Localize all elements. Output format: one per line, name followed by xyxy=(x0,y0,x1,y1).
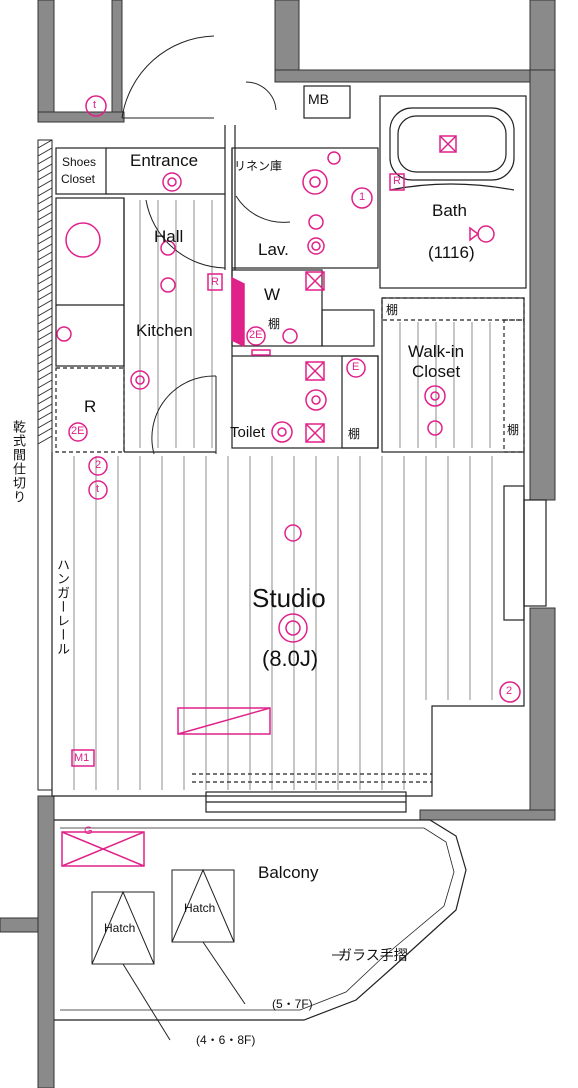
symbol-2-left: 2 xyxy=(95,459,102,471)
label-shelf-toilet: 棚 xyxy=(348,427,361,441)
symbol-2e-kitchen: 2E xyxy=(71,425,85,437)
label-lav: Lav. xyxy=(258,240,289,259)
label-mb: MB xyxy=(308,91,329,107)
symbol-t-left: t xyxy=(96,483,100,495)
note-hanger-rail: ハンガーレール xyxy=(55,558,70,656)
label-walkin-2: Closet xyxy=(412,362,461,381)
note-drying-partition: 乾式間仕切り xyxy=(11,420,26,504)
note-glass-railing: ガラス手摺 xyxy=(338,947,408,963)
label-balcony: Balcony xyxy=(258,863,319,882)
symbol-m1: M1 xyxy=(74,752,90,764)
label-hatch-1: Hatch xyxy=(104,921,136,935)
label-toilet: Toilet xyxy=(230,424,266,441)
label-walkin-1: Walk-in xyxy=(408,342,465,361)
symbol-2e-washer: 2E xyxy=(249,329,263,341)
label-washer: W xyxy=(264,285,281,304)
symbol-r-hall: R xyxy=(211,276,219,288)
label-shoes-closet-1: Shoes xyxy=(62,155,97,169)
symbol-2-right: 2 xyxy=(506,685,513,697)
walls xyxy=(0,0,556,1088)
label-shelf-closet-top: 棚 xyxy=(386,303,399,317)
label-linen: リネン庫 xyxy=(234,159,283,173)
note-floors-b: (4・6・8F) xyxy=(196,1033,256,1047)
label-entrance: Entrance xyxy=(130,151,199,170)
label-shelf-closet-side: 棚 xyxy=(507,423,520,437)
label-fridge: R xyxy=(84,397,97,416)
label-shoes-closet-2: Closet xyxy=(61,172,96,186)
doors xyxy=(121,35,291,455)
symbol-1: 1 xyxy=(359,191,366,203)
label-kitchen: Kitchen xyxy=(136,321,193,340)
note-floors-a: (5・7F) xyxy=(272,997,313,1011)
label-studio-size: (8.0J) xyxy=(262,646,319,671)
symbol-r-bath: R xyxy=(393,175,401,187)
equipment-symbols xyxy=(56,95,521,867)
symbol-g: G xyxy=(84,825,93,837)
dry-partition-wall xyxy=(37,139,53,791)
label-bath: Bath xyxy=(432,201,467,220)
label-hall: Hall xyxy=(154,227,184,246)
label-hatch-2: Hatch xyxy=(184,901,216,915)
label-bath-size: (1116) xyxy=(428,243,475,262)
symbol-t-top: t xyxy=(93,99,97,111)
label-shelf-washer: 棚 xyxy=(268,317,281,331)
symbol-e: E xyxy=(352,361,360,373)
label-studio: Studio xyxy=(252,583,326,613)
hatches xyxy=(91,868,345,1041)
interior-walls xyxy=(51,85,547,1021)
